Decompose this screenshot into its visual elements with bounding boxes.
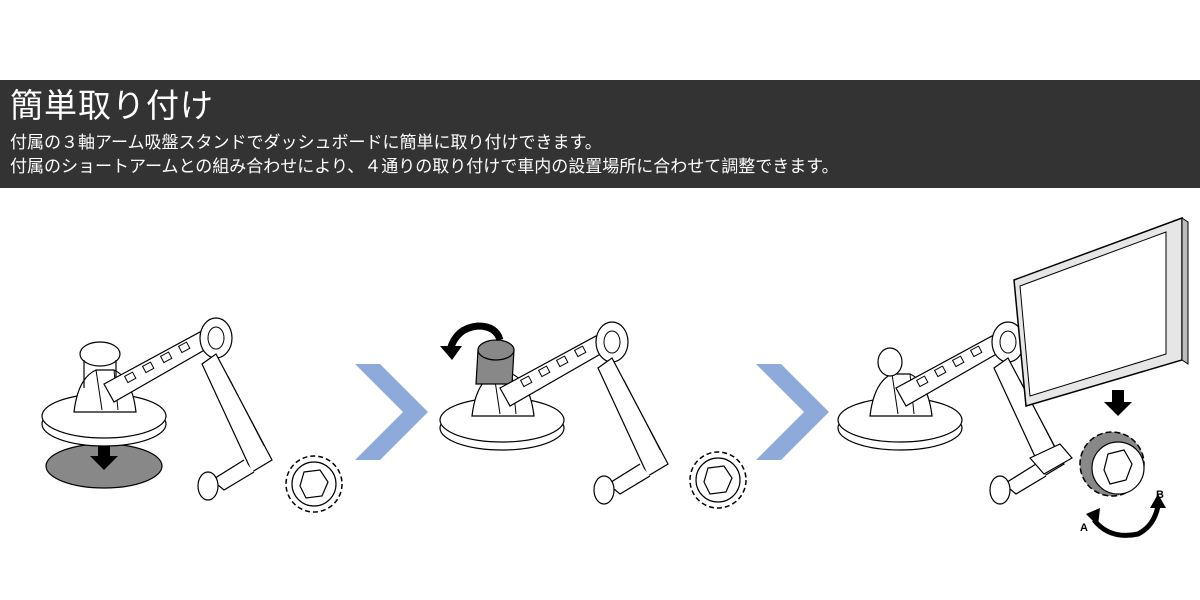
description-line-2: 付属のショートアームとの組み合わせにより、４通りの取り付けで車内の設置場所に合わ… <box>10 157 839 177</box>
step-2-illustration <box>439 321 747 509</box>
step-1-illustration <box>41 317 343 513</box>
down-arrow-icon <box>90 446 118 470</box>
down-arrow-icon <box>1104 390 1132 416</box>
monitor <box>1013 216 1189 407</box>
rotate-arrow-icon <box>440 322 504 360</box>
header-banner: 簡単取り付け 付属の３軸アーム吸盤スタンドでダッシュボードに簡単に取り付けできま… <box>0 80 1200 188</box>
step-3-illustration: A B <box>837 216 1189 538</box>
next-step-chevron <box>355 364 428 460</box>
next-step-chevron <box>756 364 829 460</box>
rotate-arrow-icon <box>1086 494 1166 538</box>
page-title: 簡単取り付け <box>10 86 214 125</box>
rotation-label-a: A <box>1080 522 1088 534</box>
description-line-1: 付属の３軸アーム吸盤スタンドでダッシュボードに簡単に取り付けできます。 <box>10 133 602 153</box>
rotation-label-b: B <box>1156 489 1164 501</box>
installation-steps-illustration: A B <box>41 216 1189 538</box>
